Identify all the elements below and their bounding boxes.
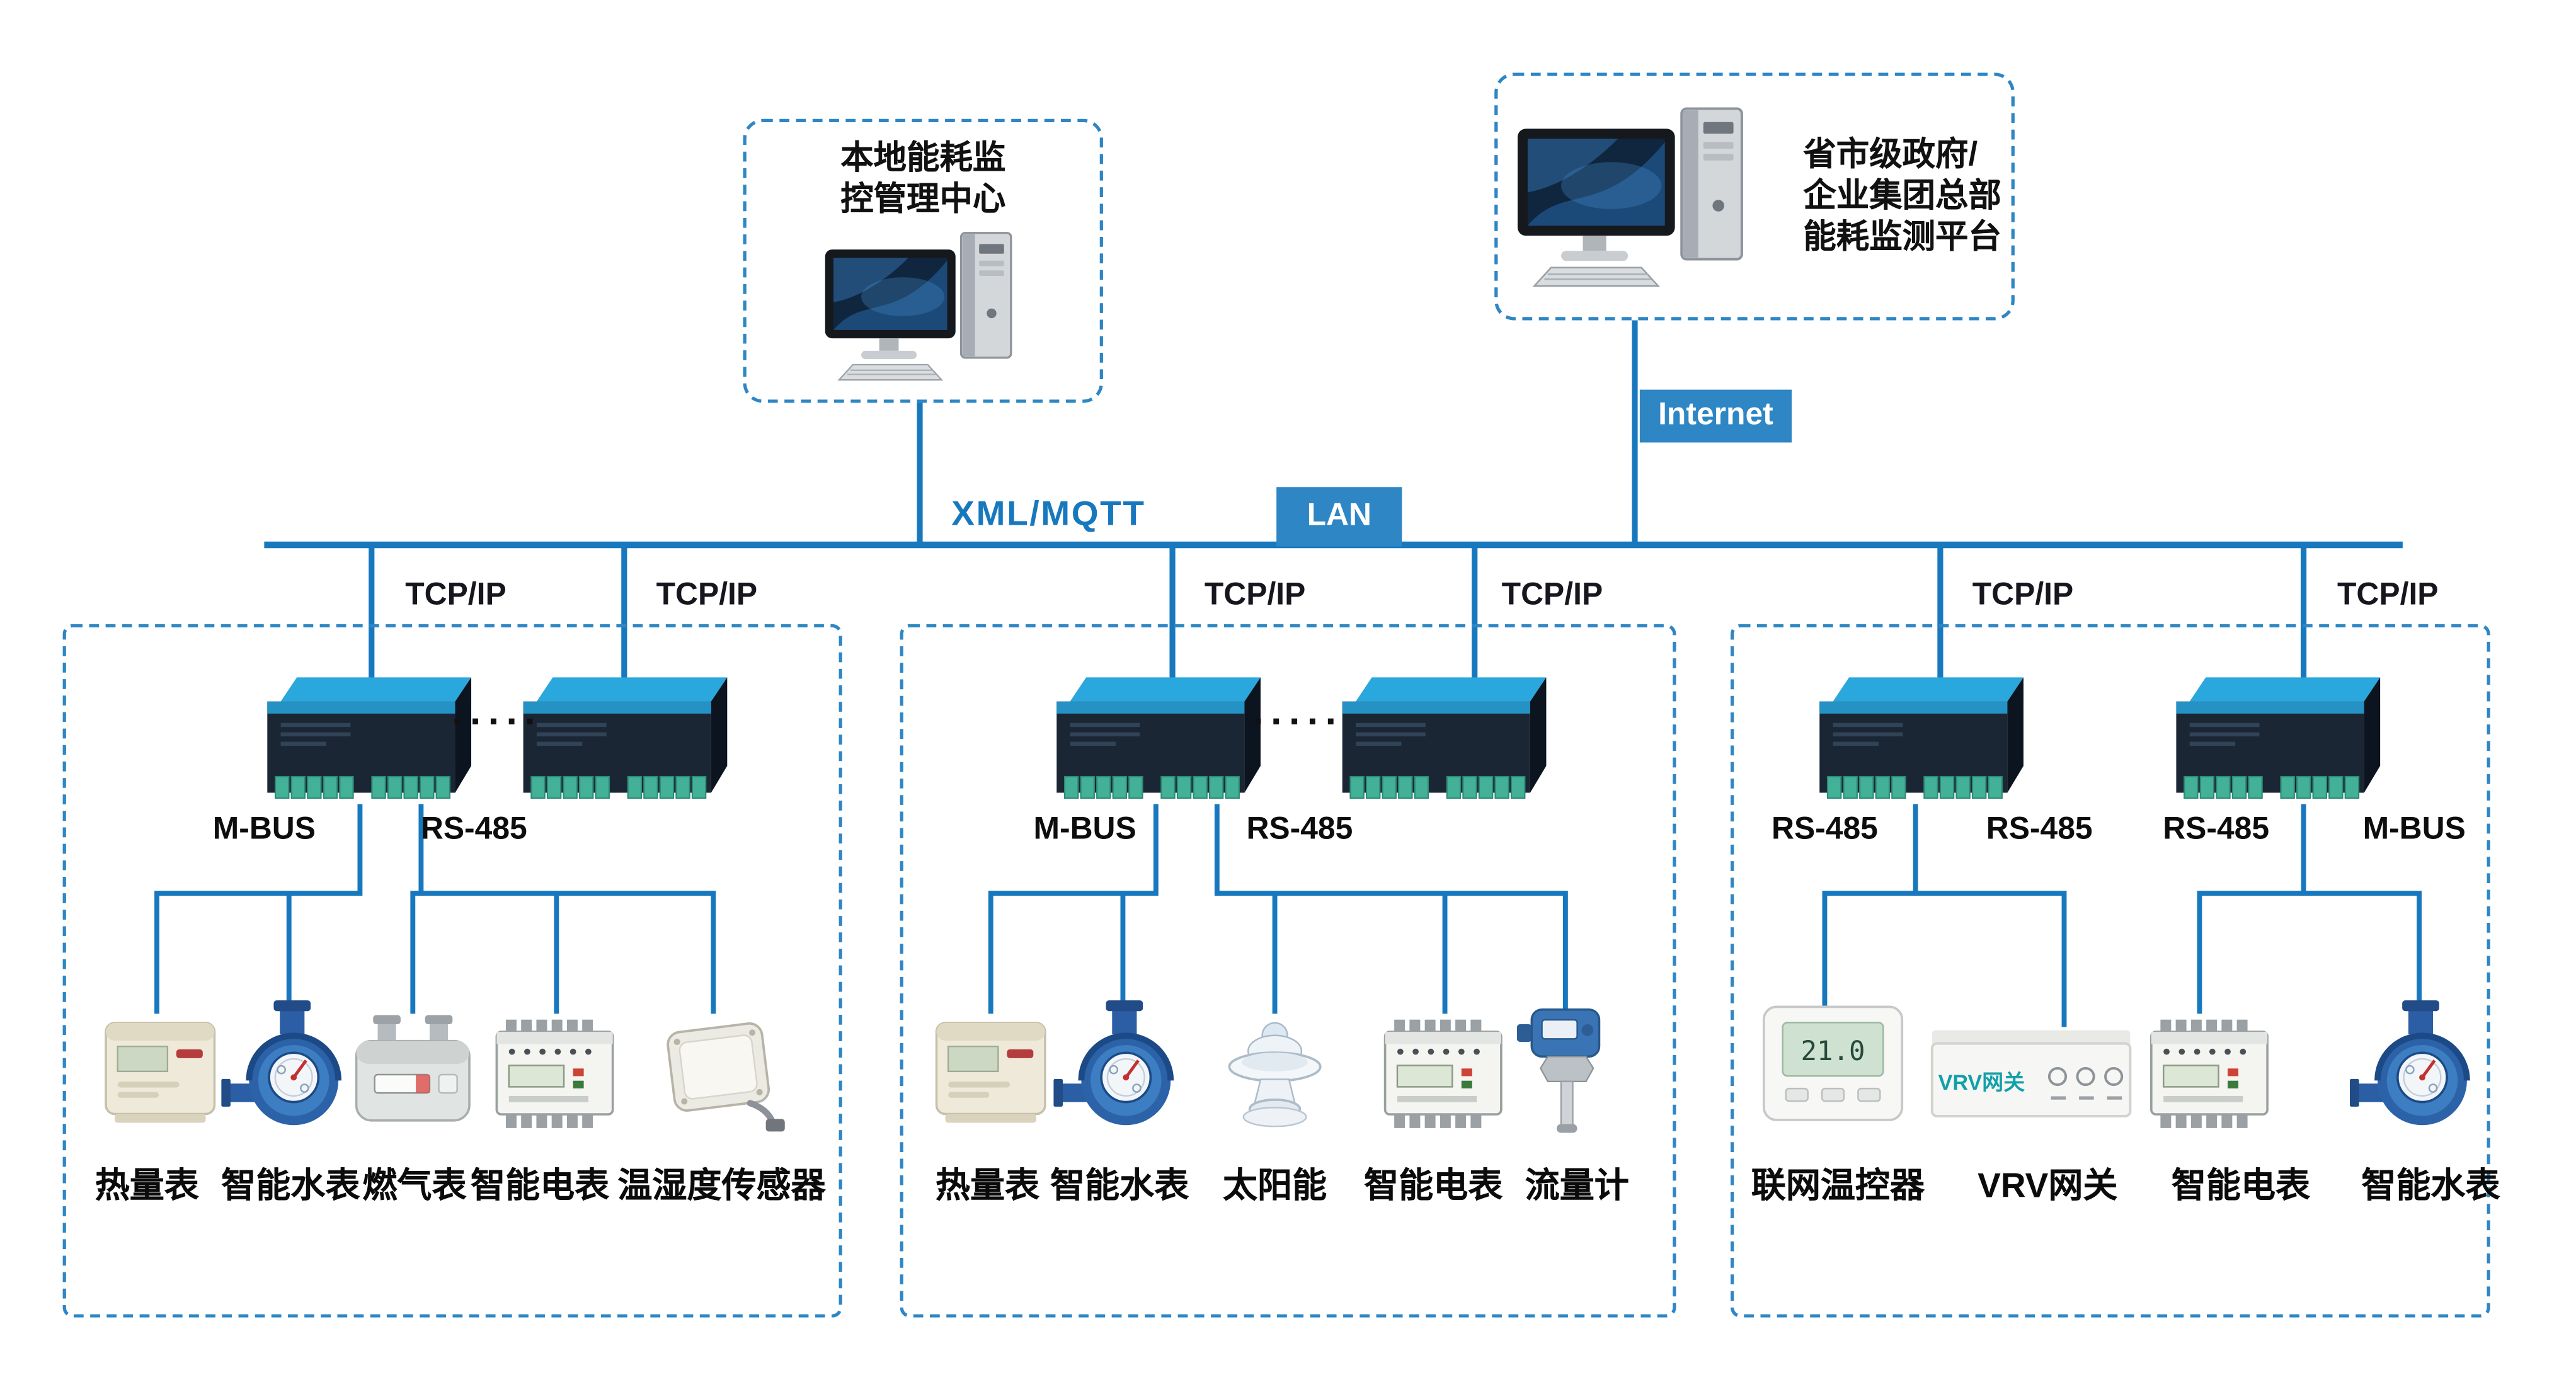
device-label: 热量表 [935,1167,1040,1206]
device-label: 热量表 [94,1167,199,1206]
field-group-1 [62,624,842,1318]
bus-label-rs485: RS-485 [1246,812,1353,847]
more-collectors-ellipsis: ····· [1252,700,1344,745]
device-label: 燃气表 [362,1167,467,1206]
internet-label: Internet [1639,389,1792,443]
bus-label-mbus: M-BUS [212,812,316,847]
data-collector-icon [2168,667,2383,806]
tcpip-label-3: TCP/IP [1204,578,1306,613]
local-center-title-line-2: 控管理中心 [840,181,1006,218]
lan-label: LAN [1276,487,1402,547]
data-collector-icon [1334,667,1549,806]
uplink-wires [917,318,1638,545]
data-collector-icon [260,667,474,806]
tcpip-label-4: TCP/IP [1501,578,1603,613]
device-label: 智能电表 [1364,1167,1503,1206]
temp-humidity-sensor-icon [649,1007,794,1136]
group1-field-wires [154,804,716,1014]
local-monitoring-center-node: 本地能耗监 控管理中心 [743,118,1103,403]
local-center-title-line-1: 本地能耗监 [840,140,1006,177]
tcpip-drop-wires [369,546,2307,685]
tcpip-label-2: TCP/IP [656,578,758,613]
more-collectors-ellipsis: ····· [451,700,543,745]
data-collector-icon [515,667,730,806]
bus-label-rs485: RS-485 [1986,812,2093,847]
device-label: 联网温控器 [1751,1167,1925,1206]
local-center-computer-icon [822,224,1030,389]
device-label: VRV网关 [1978,1167,2118,1206]
data-collector-icon [1811,667,2026,806]
thermostat-icon: 21.0 [1762,1005,1904,1121]
tcpip-label-5: TCP/IP [1972,578,2074,613]
gov-platform-title-line-1: 省市级政府/ [1803,137,1978,174]
device-label: 太阳能 [1222,1167,1327,1206]
bus-label-rs485: RS-485 [1771,812,1878,847]
group3-field-wires [1822,804,2422,1027]
device-label: 智能水表 [221,1167,360,1206]
gas-meter-icon [343,1010,482,1133]
local-center-title: 本地能耗监 控管理中心 [747,139,1100,221]
flow-meter-icon [1499,997,1632,1139]
gov-platform-computer-icon [1514,96,1765,300]
device-label: 智能水表 [1050,1167,1189,1206]
solar-sensor-icon [1202,1007,1348,1133]
device-label: 流量计 [1525,1167,1629,1206]
vrv-gateway-icon: VRV网关 [1930,1030,2132,1117]
bus-label-rs485: RS-485 [2163,812,2270,847]
bus-label-rs485: RS-485 [420,812,527,847]
water-meter-icon [2348,997,2490,1136]
backbone-protocol-label: XML/MQTT [951,495,1146,534]
water-meter-icon [1052,997,1194,1136]
heat-meter-icon [925,1010,1057,1129]
device-label: 智能水表 [2361,1167,2500,1206]
bus-label-mbus: M-BUS [1033,812,1136,847]
tcpip-label-6: TCP/IP [2337,578,2439,613]
field-group-2 [900,624,1676,1318]
electric-meter-icon [484,1010,622,1133]
gov-platform-node: 省市级政府/ 企业集团总部 能耗监测平台 [1494,72,2015,321]
gov-platform-title-line-2: 企业集团总部 [1803,178,2001,215]
device-label: 智能电表 [2171,1167,2311,1206]
field-group-3 [1731,624,2490,1318]
heat-meter-icon [94,1010,226,1129]
gov-platform-title: 省市级政府/ 企业集团总部 能耗监测平台 [1803,135,2001,260]
vrv-panel-text: VRV网关 [1938,1071,2025,1095]
electric-meter-icon [2138,1010,2277,1133]
bus-label-mbus: M-BUS [2362,812,2466,847]
device-label: 温湿度传感器 [617,1167,826,1206]
gov-platform-title-line-3: 能耗监测平台 [1803,219,2001,256]
thermostat-display: 21.0 [1801,1036,1865,1066]
tcpip-label-1: TCP/IP [405,578,507,613]
device-label: 智能电表 [471,1167,610,1206]
group2-field-wires [988,804,1568,1014]
data-collector-icon [1048,667,1263,806]
water-meter-icon [220,997,362,1136]
electric-meter-icon [1372,1010,1511,1133]
